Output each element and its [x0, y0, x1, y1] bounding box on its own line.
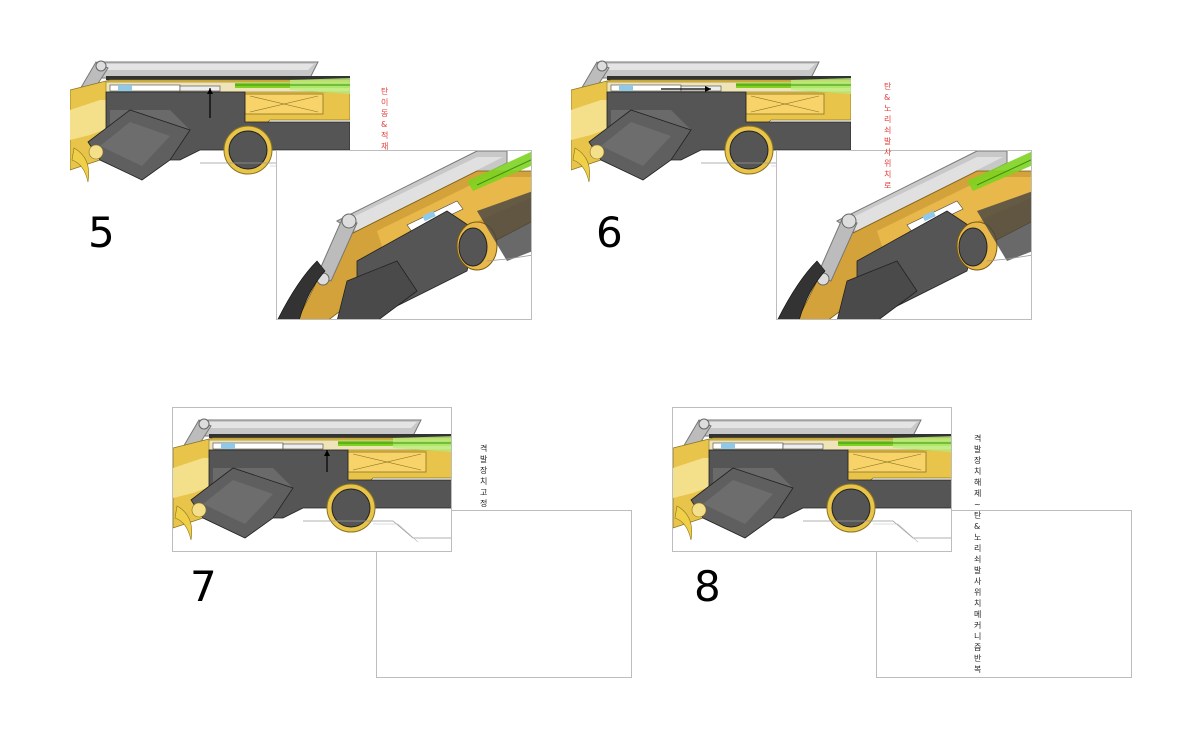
- empty-detail-frame-8: [876, 510, 1132, 678]
- step-number: 5: [88, 208, 115, 257]
- mechanism-drawing: [571, 60, 851, 185]
- arrow-icon: [207, 88, 213, 94]
- gear-icon: [88, 144, 104, 160]
- mechanism-drawing: [173, 418, 451, 543]
- empty-detail-frame-7: [376, 510, 632, 678]
- main-view-7: [172, 407, 452, 552]
- step-number: 7: [190, 562, 217, 611]
- step-caption: 탄 & 노리쇠 발사 위치로: [884, 82, 892, 190]
- mechanism-drawing: [70, 60, 350, 185]
- arrow-icon: [705, 86, 711, 92]
- arrow-icon: [324, 450, 330, 456]
- detail-drawing: [277, 151, 531, 319]
- main-view-8: [672, 407, 952, 552]
- mechanism-drawing: [673, 418, 951, 543]
- detail-view-5: [276, 150, 532, 320]
- gear-icon: [691, 502, 707, 518]
- step-caption: 격발장치 해제 ~ 탄 & 노리쇠 발사위치 메커니즘 반복: [974, 434, 982, 674]
- main-view-5: [70, 50, 350, 195]
- step-number: 8: [694, 562, 721, 611]
- step-caption: 탄 이동 & 적재: [381, 87, 389, 151]
- step-caption: 격발장치 고정: [480, 444, 488, 508]
- gear-icon: [589, 144, 605, 160]
- detail-view-6: [776, 150, 1032, 320]
- step-number: 6: [596, 208, 623, 257]
- main-view-6: [571, 50, 851, 195]
- gear-icon: [191, 502, 207, 518]
- detail-drawing: [777, 151, 1031, 319]
